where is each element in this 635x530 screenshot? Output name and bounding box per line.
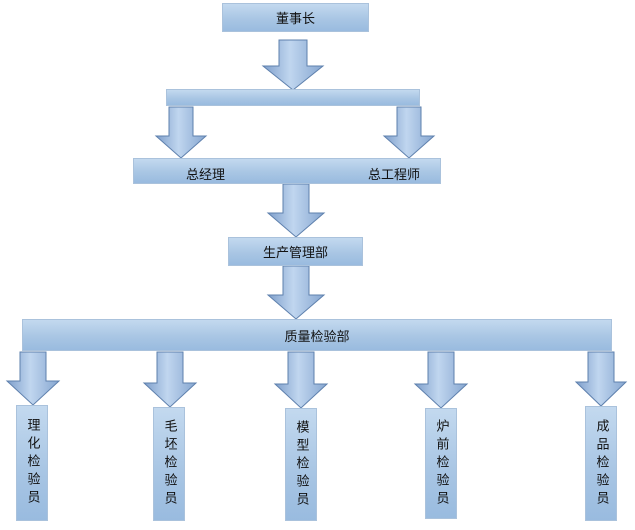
executive-connector-bar [166, 89, 420, 106]
arrow-to-inspector-finished [574, 351, 628, 407]
arrow-to-chief-engineer [382, 106, 436, 159]
chief-engineer-label: 总工程师 [368, 168, 421, 183]
inspector-box-blank: 毛坯检验员 [153, 407, 185, 521]
production-dept-label: 生产管理部 [262, 246, 328, 261]
inspector-box-furnace: 炉前检验员 [425, 408, 457, 519]
inspector-label: 毛坯检验员 [161, 419, 177, 509]
arrow-to-inspector-physchem [5, 351, 61, 406]
arrow-to-inspector-pattern [273, 351, 329, 409]
production-dept-box: 生产管理部 [228, 237, 363, 266]
arrow-to-inspector-blank [142, 351, 198, 408]
quality-dept-bar: 质量检验部 [22, 319, 612, 351]
inspector-label: 炉前检验员 [433, 418, 449, 509]
inspector-box-physchem: 理化检验员 [16, 405, 48, 521]
arrow-to-general-manager [154, 106, 208, 159]
inspector-label: 理化检验员 [24, 418, 40, 508]
inspector-label: 模型检验员 [293, 419, 309, 510]
arrow-chairman-to-bar [261, 39, 325, 91]
quality-dept-label: 质量检验部 [284, 329, 350, 345]
general-manager-label: 总经理 [186, 168, 226, 183]
chairman-box: 董事长 [222, 3, 369, 32]
inspector-label: 成品检验员 [593, 418, 609, 509]
inspector-box-pattern: 模型检验员 [285, 408, 317, 521]
arrow-to-inspector-furnace [413, 351, 469, 409]
chairman-label: 董事长 [275, 12, 315, 27]
arrow-to-quality-dept [266, 265, 326, 320]
executive-bar: 总经理 总工程师 [133, 158, 441, 184]
inspector-box-finished: 成品检验员 [585, 406, 617, 521]
arrow-to-production-dept [266, 183, 326, 238]
